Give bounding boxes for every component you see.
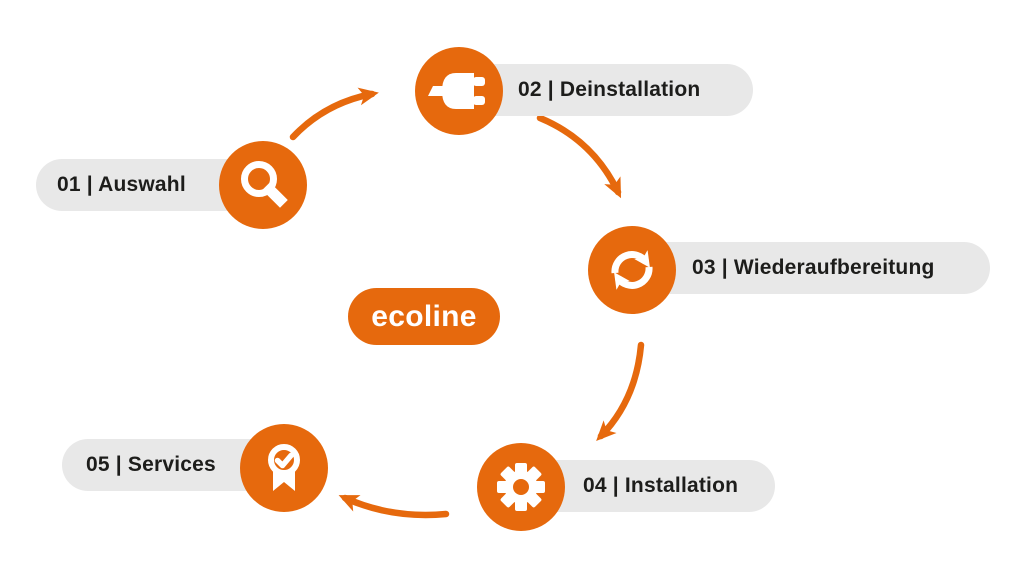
step-03-icon-circle [588, 226, 676, 314]
step-05-label: 05 | Services [86, 453, 216, 476]
ecoline-badge-label: ecoline [371, 299, 477, 333]
step-02-icon-circle [415, 47, 503, 135]
sync-icon [611, 250, 653, 290]
search-icon [241, 161, 288, 208]
step-02-label: 02 | Deinstallation [518, 78, 701, 101]
step-03-label: 03 | Wiederaufbereitung [692, 256, 935, 279]
step-04-icon-circle [477, 443, 565, 531]
step-01-label: 01 | Auswahl [57, 173, 186, 196]
step-05-icon-circle [240, 424, 328, 512]
plug-icon [428, 73, 485, 109]
arrow-step3-to-step4 [596, 341, 645, 442]
ecoline-badge: ecoline [348, 288, 500, 345]
arrow-step4-to-step5 [338, 494, 450, 519]
step-01-icon-circle [219, 141, 307, 229]
step-02-label-pill: 02 | Deinstallation [459, 64, 753, 116]
step-04-label: 04 | Installation [583, 474, 739, 497]
award-icon [268, 444, 300, 491]
arrow-step2-to-step3 [536, 114, 622, 199]
arrow-step1-to-step2 [289, 87, 379, 141]
step-03-label-pill: 03 | Wiederaufbereitung [631, 242, 990, 294]
gear-icon [497, 463, 545, 511]
